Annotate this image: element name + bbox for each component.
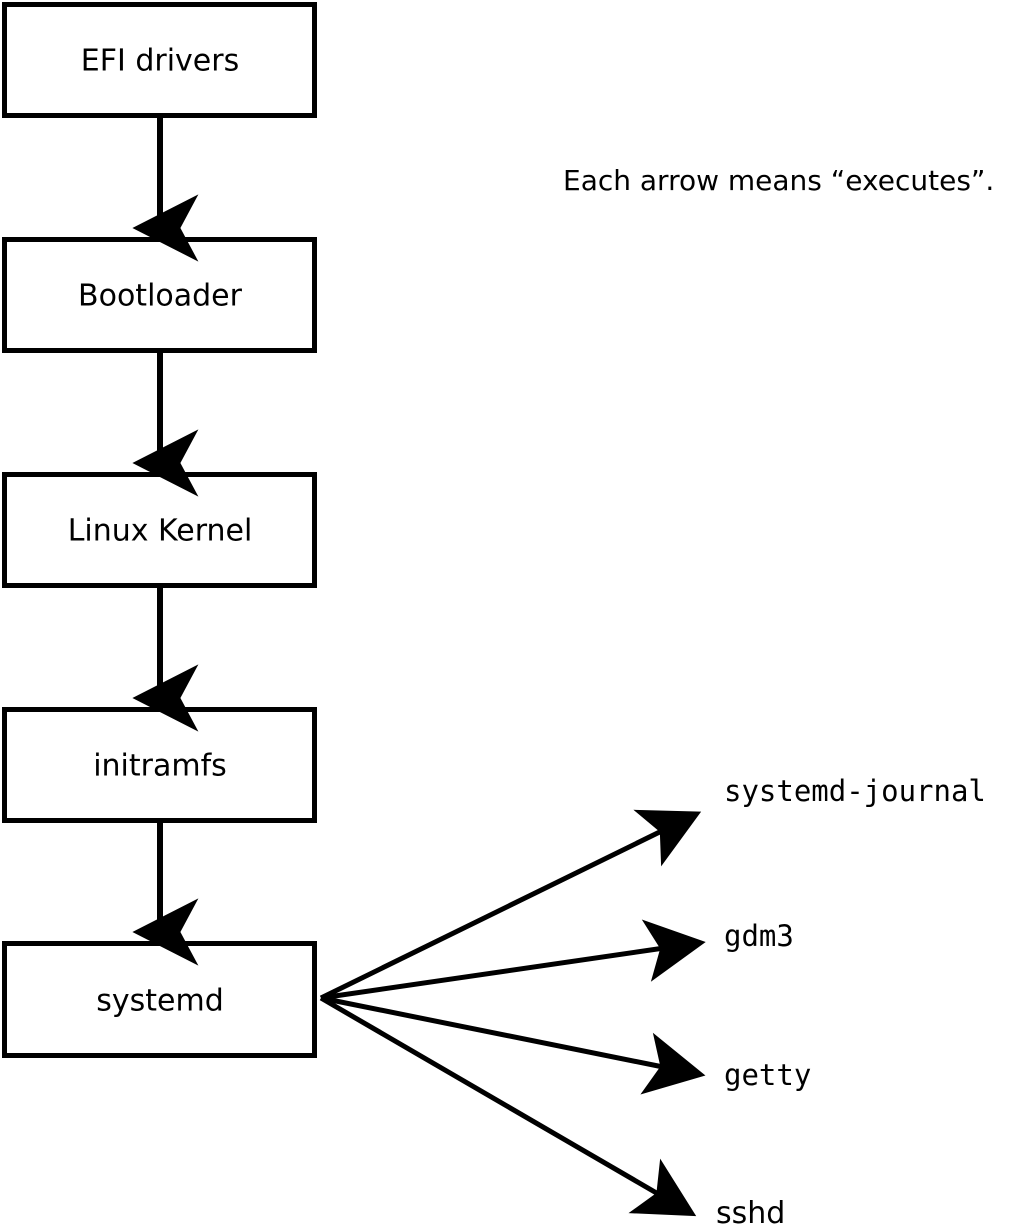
stage-box-label: systemd	[96, 984, 224, 1019]
stage-box-label: EFI drivers	[81, 44, 239, 79]
process-label-getty[interactable]: getty	[724, 1058, 811, 1092]
fan-arrow-systemd-to-getty	[320, 995, 706, 1095]
stage-box-efi-drivers[interactable]: EFI drivers	[2, 2, 317, 118]
stage-box-linux-kernel[interactable]: Linux Kernel	[2, 472, 317, 588]
process-label-systemd-journal[interactable]: systemd-journal	[724, 774, 986, 808]
stage-box-initramfs[interactable]: initramfs	[2, 707, 317, 823]
fan-arrow-systemd-to-sshd	[319, 995, 697, 1217]
stage-box-systemd[interactable]: systemd	[2, 941, 317, 1058]
fan-arrow-systemd-to-systemd-journal	[319, 809, 702, 1001]
stage-box-rect	[2, 941, 317, 1058]
stage-box-bootloader[interactable]: Bootloader	[2, 237, 317, 353]
legend-note: Each arrow means “executes”.	[563, 164, 994, 197]
stage-box-rect	[2, 2, 317, 118]
stage-box-label: Linux Kernel	[68, 514, 253, 549]
stage-box-label: initramfs	[93, 749, 227, 784]
stage-box-label: Bootloader	[78, 279, 243, 314]
process-label-gdm3[interactable]: gdm3	[724, 919, 794, 953]
fan-arrow-systemd-to-gdm3	[320, 919, 706, 1001]
process-label-sshd[interactable]: sshd	[716, 1196, 785, 1230]
stage-box-rect	[2, 707, 317, 823]
